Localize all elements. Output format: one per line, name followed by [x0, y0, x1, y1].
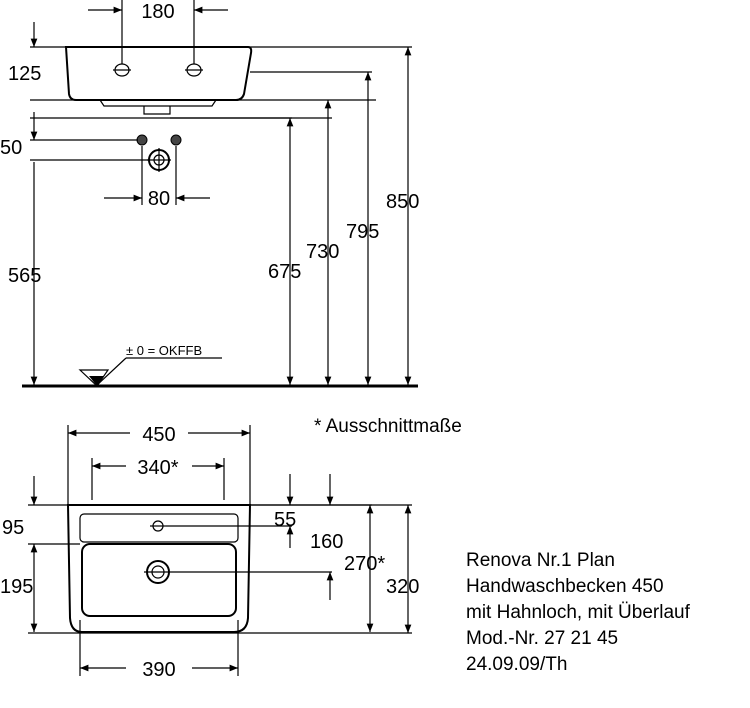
basin-bowl: [81, 543, 237, 617]
dim-730: 730: [306, 241, 339, 263]
dim-795: 795: [346, 221, 379, 243]
dim-160: 160: [310, 531, 343, 553]
supply-valve-right: [170, 134, 182, 146]
cutout-note: * Ausschnittmaße: [314, 416, 462, 437]
dim-95: 95: [2, 517, 24, 539]
product-features: mit Hahnloch, mit Überlauf: [466, 602, 690, 623]
waste-connection: [147, 148, 171, 172]
product-name: Handwaschbecken 450: [466, 576, 664, 597]
dim-675: 675: [268, 261, 301, 283]
side-view: 180 125 50 565 80 675 730 795 850: [0, 0, 419, 388]
tap-hole: [150, 520, 166, 532]
dim-195: 195: [0, 576, 33, 598]
basin-top-outline: [66, 504, 252, 633]
dim-hole-spacing: 180: [141, 1, 174, 23]
basin-side-profile: [64, 46, 253, 101]
dim-bowl-height: 125: [8, 63, 41, 85]
dim-bottom-width: 390: [142, 659, 175, 681]
dim-overall-depth: 320: [386, 576, 419, 598]
product-series: Renova Nr.1 Plan: [466, 550, 615, 571]
top-view: 450 340* 95 195 55 160 270* 320: [0, 424, 419, 681]
dim-valve-offset: 50: [0, 137, 22, 159]
dim-valve-spacing: 80: [148, 188, 170, 210]
dim-cutout-width: 340*: [137, 457, 178, 479]
model-number: Mod.-Nr. 27 21 45: [466, 628, 619, 649]
product-info: Renova Nr.1 Plan Handwaschbecken 450 mit…: [466, 548, 750, 678]
dim-overall-width: 450: [142, 424, 175, 446]
dim-waste-height: 565: [8, 265, 41, 287]
dim-cutout-depth: 270*: [344, 553, 385, 575]
basin-back-panel: [79, 513, 239, 543]
faucet-hole-right: [185, 63, 203, 77]
floor-level-marker: [78, 357, 222, 387]
dim-850: 850: [386, 191, 419, 213]
drawing-date: 24.09.09/Th: [466, 654, 568, 675]
faucet-hole-left: [113, 63, 131, 77]
dim-55: 55: [274, 509, 296, 531]
floor-reference-label: ± 0 = OKFFB: [126, 343, 202, 358]
drain-hole: [144, 560, 172, 584]
drain-outlet: [99, 99, 217, 115]
supply-valve-left: [136, 134, 148, 146]
